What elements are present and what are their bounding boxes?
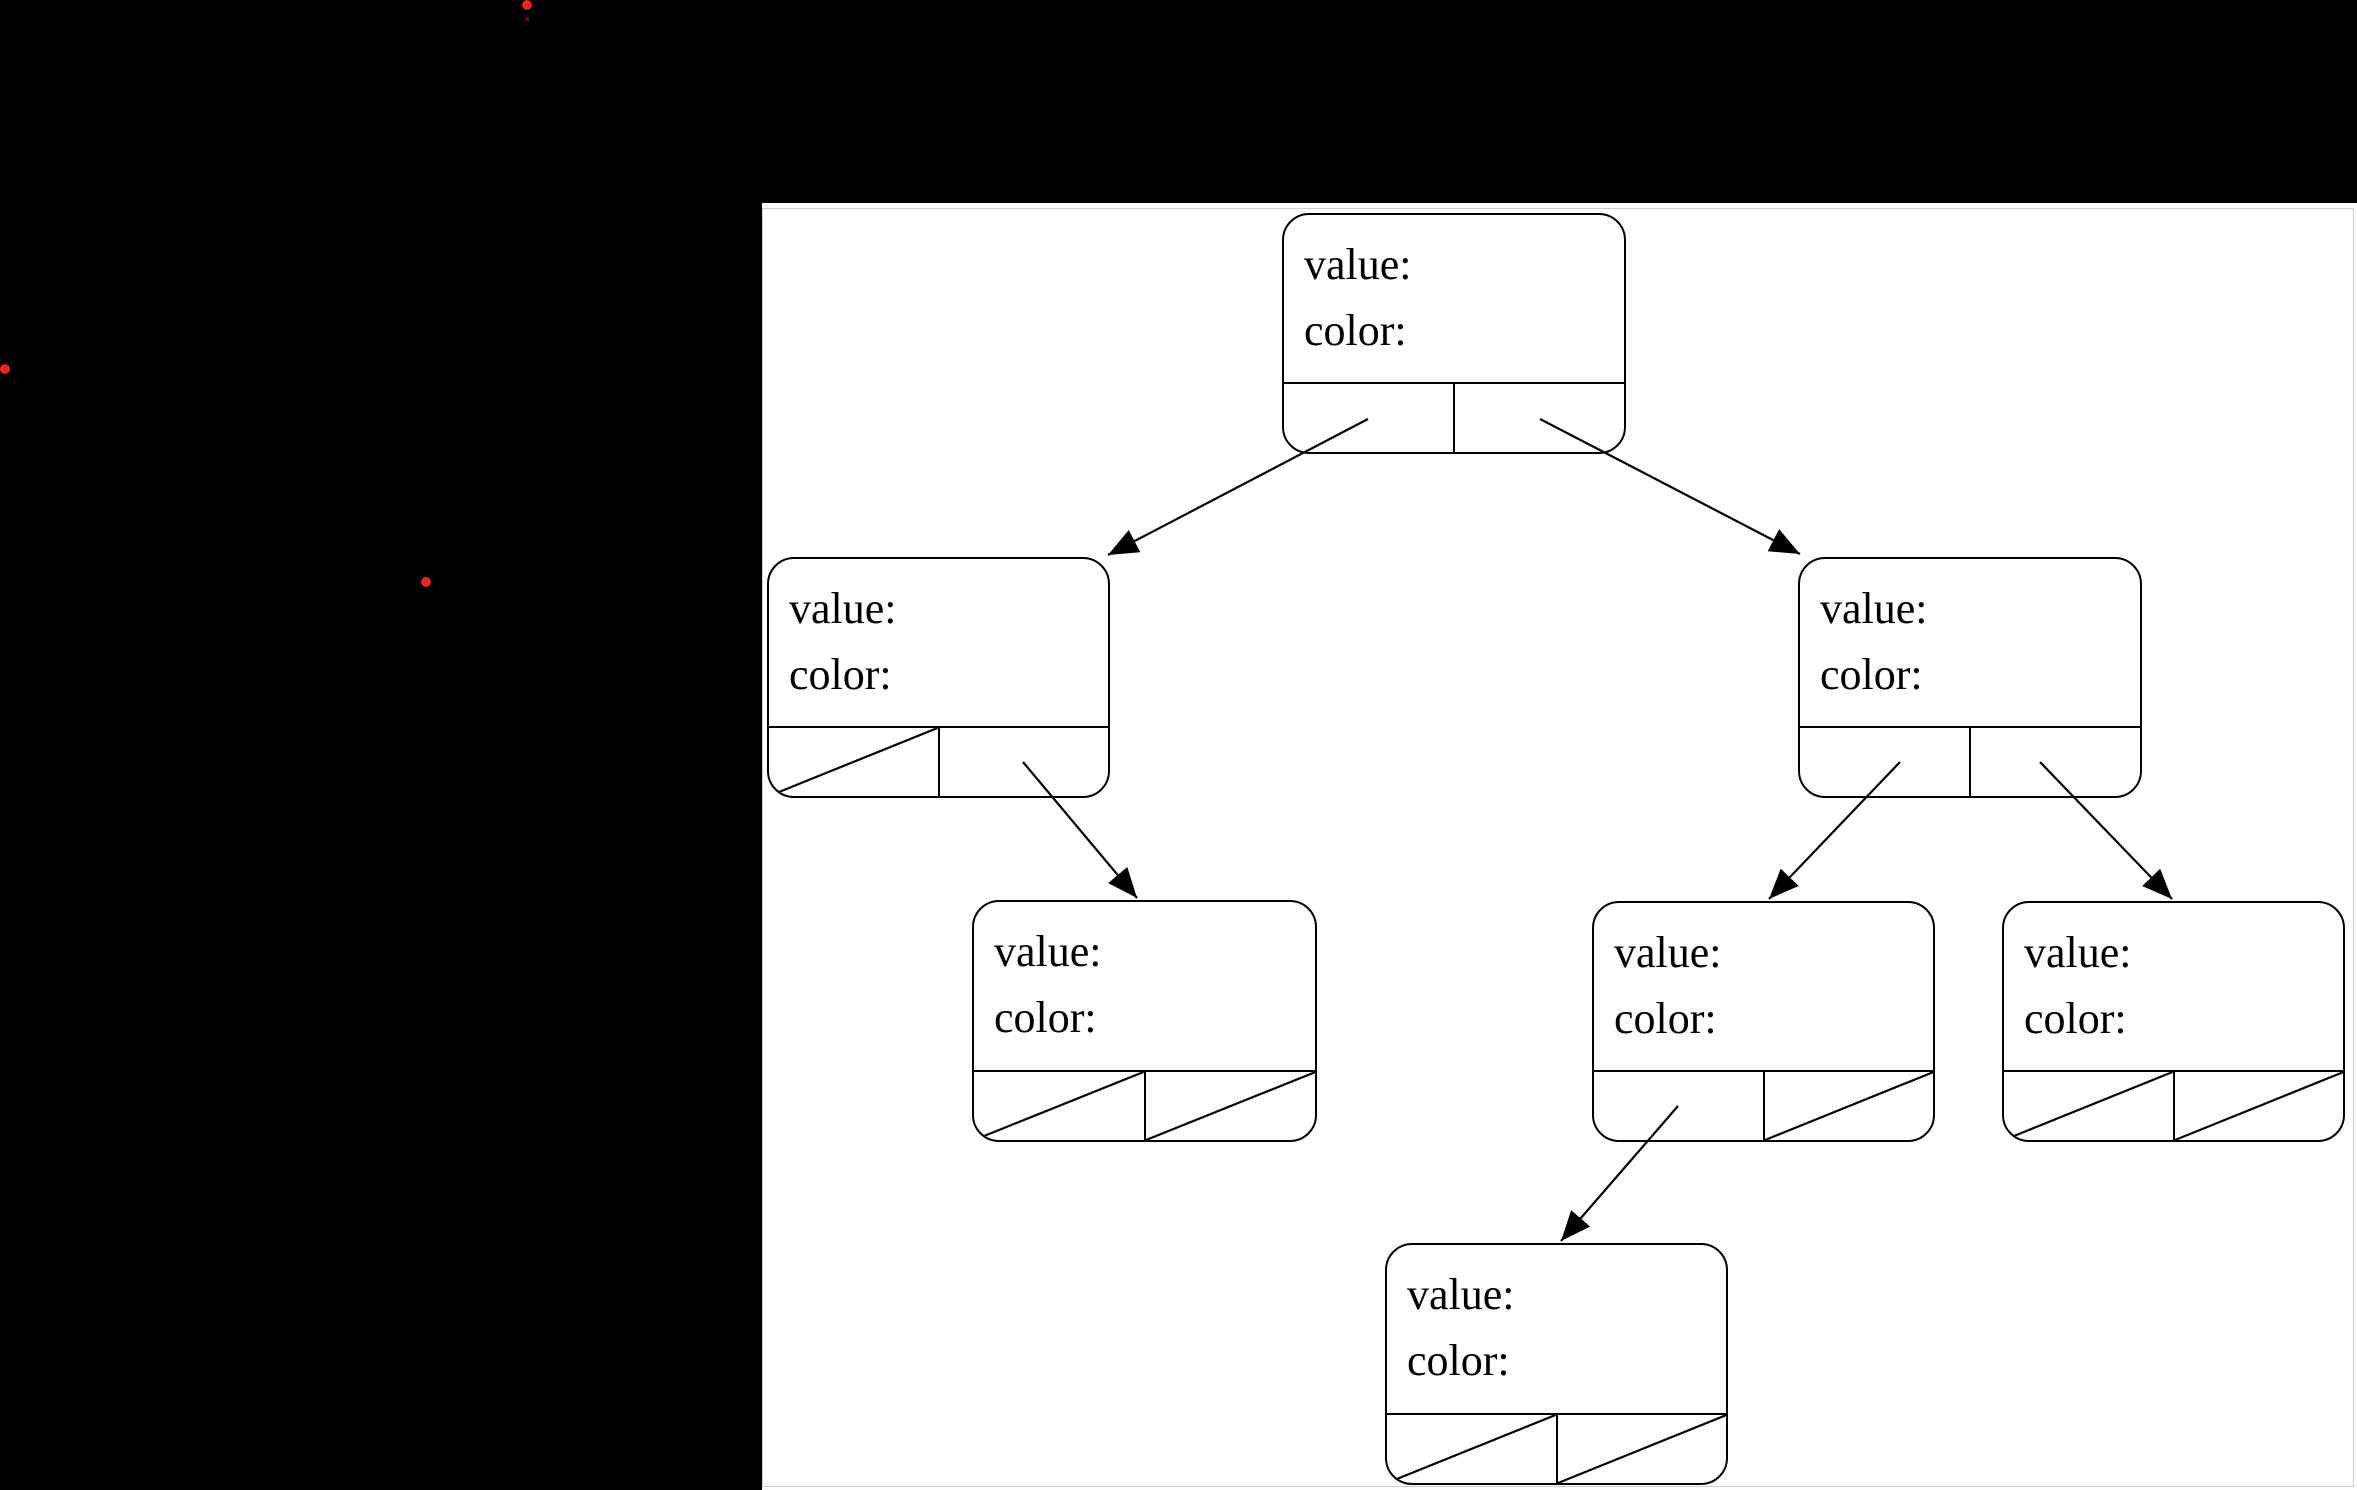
- null-pointer-slash: [974, 1072, 1144, 1140]
- tree-node-left-right-grandchild: value: color:: [972, 900, 1317, 1142]
- right-pointer-cell-null: [1555, 1415, 1727, 1483]
- red-speck: [525, 17, 529, 21]
- color-label: color:: [789, 650, 892, 699]
- right-pointer-cell: [937, 728, 1109, 796]
- null-pointer-slash: [2004, 1072, 2173, 1140]
- left-pointer-cell-null: [974, 1072, 1144, 1140]
- right-pointer-cell: [1453, 384, 1624, 452]
- pointer-row: [974, 1070, 1315, 1140]
- right-pointer-cell-null: [1762, 1072, 1934, 1140]
- tree-node-right-left-grandchild: value: color:: [1592, 901, 1935, 1142]
- color-label: color:: [994, 993, 1097, 1042]
- value-label: value:: [994, 927, 1102, 976]
- red-dot: [522, 0, 532, 10]
- left-pointer-cell-null: [769, 728, 938, 796]
- value-label: value:: [1407, 1270, 1515, 1319]
- red-dot: [0, 364, 10, 374]
- color-label: color:: [2024, 994, 2127, 1043]
- pointer-row: [1594, 1070, 1933, 1140]
- left-pointer-cell: [1594, 1072, 1763, 1140]
- null-pointer-slash: [769, 728, 938, 796]
- tree-node-right-left-left-descendant: value: color:: [1385, 1243, 1728, 1485]
- pointer-row: [1284, 382, 1624, 452]
- pointer-row: [769, 726, 1108, 796]
- value-label: value:: [789, 584, 897, 633]
- value-label: value:: [1304, 240, 1412, 289]
- right-pointer-cell-null: [1143, 1072, 1316, 1140]
- pointer-row: [1800, 726, 2140, 796]
- tree-node-left-child: value: color:: [767, 557, 1110, 798]
- null-pointer-slash: [1558, 1415, 1727, 1483]
- tree-node-right-right-grandchild: value: color:: [2002, 901, 2345, 1142]
- value-label: value:: [2024, 928, 2132, 977]
- tree-node-right-child: value: color:: [1798, 557, 2142, 798]
- value-label: value:: [1614, 928, 1722, 977]
- right-pointer-cell-null: [2172, 1072, 2344, 1140]
- red-dot: [421, 577, 431, 587]
- tree-node-root: value: color:: [1282, 213, 1626, 454]
- left-pointer-cell-null: [1387, 1415, 1556, 1483]
- null-pointer-slash: [1765, 1072, 1934, 1140]
- color-label: color:: [1820, 650, 1923, 699]
- color-label: color:: [1304, 306, 1407, 355]
- color-label: color:: [1614, 994, 1717, 1043]
- null-pointer-slash: [2175, 1072, 2344, 1140]
- left-pointer-cell: [1800, 728, 1969, 796]
- left-pointer-cell: [1284, 384, 1453, 452]
- pointer-row: [1387, 1413, 1726, 1483]
- color-label: color:: [1407, 1336, 1510, 1385]
- right-pointer-cell: [1969, 728, 2140, 796]
- null-pointer-slash: [1146, 1072, 1316, 1140]
- left-pointer-cell-null: [2004, 1072, 2173, 1140]
- pointer-row: [2004, 1070, 2343, 1140]
- null-pointer-slash: [1387, 1415, 1556, 1483]
- value-label: value:: [1820, 584, 1928, 633]
